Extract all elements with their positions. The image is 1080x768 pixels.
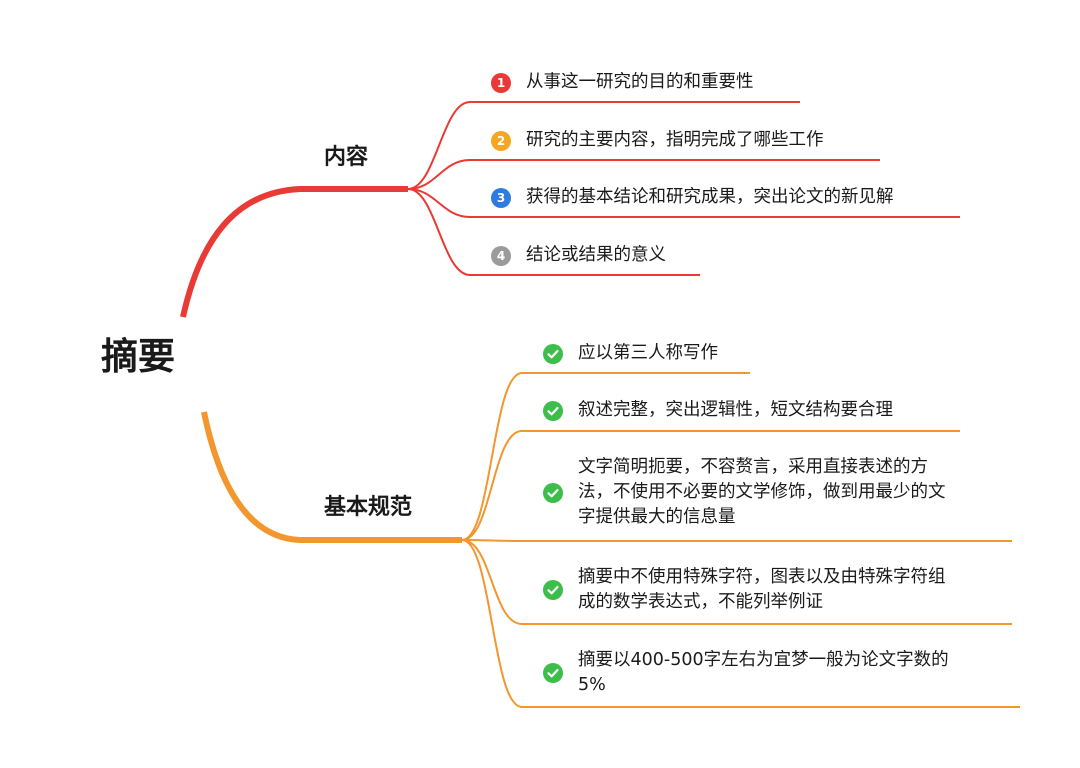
item-text-line: 法，不使用不必要的文学修饰，做到用最少的文: [578, 482, 946, 502]
connector-content-4: [407, 188, 700, 276]
item-text-line: 研究的主要内容，指明完成了哪些工作: [526, 130, 824, 150]
number-badge-icon: 4: [491, 245, 511, 266]
connector-norms-1: [461, 372, 750, 541]
number-badge-icon: 3: [491, 187, 511, 208]
item-text-line: 结论或结果的意义: [526, 245, 666, 265]
item-text-line: 从事这一研究的目的和重要性: [526, 72, 754, 92]
branch-title-content: 内容: [324, 145, 369, 170]
check-icon: [543, 400, 563, 421]
branch-line-content: [180, 186, 408, 318]
connector-norms-4: [461, 539, 1012, 625]
connector-norms-3: [461, 539, 1012, 542]
item-text-line: 成的数学表达式，不能列举例证: [578, 592, 823, 612]
item-text-line: 摘要中不使用特殊字符，图表以及由特殊字符组: [578, 567, 946, 587]
branch-line-norms: [201, 411, 462, 543]
item-text-line: 应以第三人称写作: [578, 343, 718, 363]
check-icon: [543, 343, 563, 364]
connector-content-3: [407, 188, 960, 218]
check-icon: [543, 663, 563, 683]
item-text-line: 叙述完整，突出逻辑性，短文结构要合理: [578, 400, 893, 420]
connector-content-1: [407, 101, 800, 190]
connector-norms-5: [461, 539, 1020, 708]
item-text-line: 字提供最大的信息量: [578, 507, 736, 527]
connector-norms-2: [461, 430, 960, 541]
item-text-line: 获得的基本结论和研究成果，突出论文的新见解: [526, 187, 894, 207]
check-icon: [543, 580, 563, 600]
branch-title-norms: 基本规范: [324, 495, 413, 520]
number-badge-icon: 1: [491, 72, 511, 93]
connector-content-2: [407, 159, 880, 190]
item-text-line: 摘要以400-500字左右为宜梦一般为论文字数的: [578, 650, 949, 670]
item-text-line: 文字简明扼要，不容赘言，采用直接表述的方: [578, 457, 928, 477]
item-text-line: 5%: [578, 675, 606, 695]
number-badge-icon: 2: [491, 130, 511, 151]
root-node-title: 摘要: [101, 335, 175, 378]
check-icon: [543, 482, 563, 503]
